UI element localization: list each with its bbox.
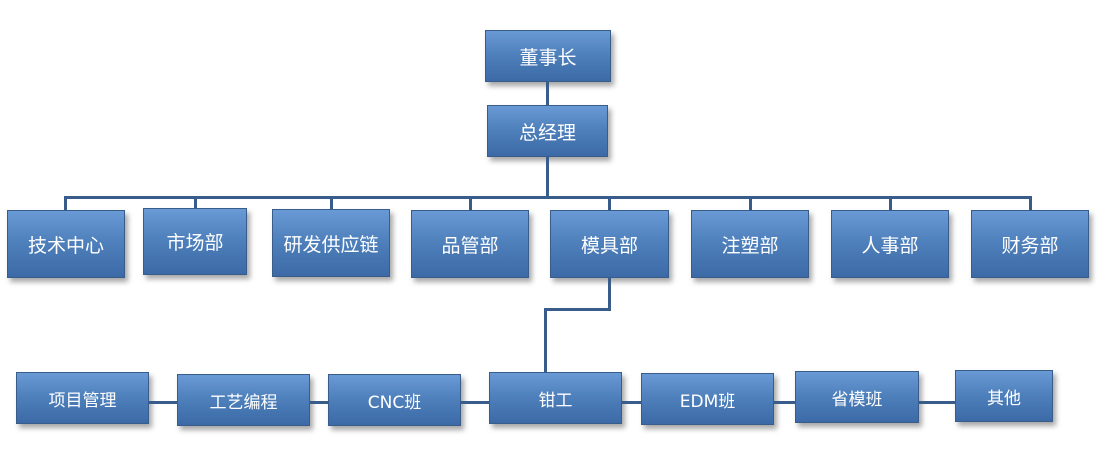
connector-team-link-4 [622, 401, 641, 404]
node-cnc-team: CNC班 [328, 374, 461, 426]
node-label: 钳工 [538, 390, 573, 411]
node-tech-center: 技术中心 [7, 210, 125, 278]
node-process-programming: 工艺编程 [177, 374, 310, 426]
node-label: 研发供应链 [283, 233, 379, 256]
connector-drop-mold-dept [608, 196, 611, 210]
connector-drop-injection [749, 196, 752, 210]
connector-mold-to-fitter [544, 308, 547, 372]
node-rd-supply-chain: 研发供应链 [272, 209, 390, 277]
node-quality: 品管部 [411, 210, 529, 278]
node-project-mgmt: 项目管理 [16, 372, 149, 424]
node-label: 品管部 [441, 234, 499, 257]
node-label: 模具部 [580, 234, 638, 257]
node-label: 项目管理 [48, 390, 117, 411]
connector-team-link-2 [310, 401, 328, 404]
connector-mold-down [608, 278, 611, 310]
connector-drop-rd-supply-chain [330, 196, 333, 209]
node-others: 其他 [955, 370, 1053, 422]
connector-drop-tech-center [64, 196, 67, 210]
node-label: 省模班 [831, 389, 883, 410]
connector-team-link-3 [461, 401, 489, 404]
connector-drop-hr [889, 196, 892, 210]
node-finance: 财务部 [971, 210, 1089, 278]
connector-mold-jog [544, 308, 611, 311]
connector-drop-finance [1029, 196, 1032, 210]
node-label: 其他 [987, 388, 1021, 409]
node-label: 工艺编程 [209, 392, 278, 413]
connector-gm-down [546, 157, 549, 198]
node-label: 市场部 [166, 232, 224, 254]
node-province-mold-team: 省模班 [795, 371, 919, 423]
node-label: 总经理 [518, 121, 576, 144]
node-label: 人事部 [861, 234, 919, 257]
connector-team-link-1 [149, 401, 177, 404]
node-injection: 注塑部 [691, 210, 809, 278]
node-label: 财务部 [1001, 234, 1059, 257]
node-hr: 人事部 [831, 210, 949, 278]
node-label: 技术中心 [27, 234, 104, 257]
node-label: EDM班 [679, 391, 736, 412]
node-marketing: 市场部 [143, 208, 247, 275]
connector-chairman-gm [546, 82, 549, 105]
node-chairman: 董事长 [485, 30, 611, 82]
connector-team-link-5 [774, 401, 795, 404]
node-label: 注塑部 [721, 234, 779, 257]
node-edm-team: EDM班 [641, 373, 774, 425]
node-label: 董事长 [519, 46, 577, 69]
node-mold-dept: 模具部 [550, 210, 669, 278]
connector-dept-bus [64, 196, 1032, 199]
node-label: CNC班 [367, 392, 422, 413]
node-general-manager: 总经理 [487, 105, 608, 157]
connector-team-link-6 [919, 401, 955, 404]
node-fitter: 钳工 [489, 372, 622, 424]
connector-drop-quality [469, 196, 472, 210]
connector-drop-marketing [194, 196, 197, 208]
